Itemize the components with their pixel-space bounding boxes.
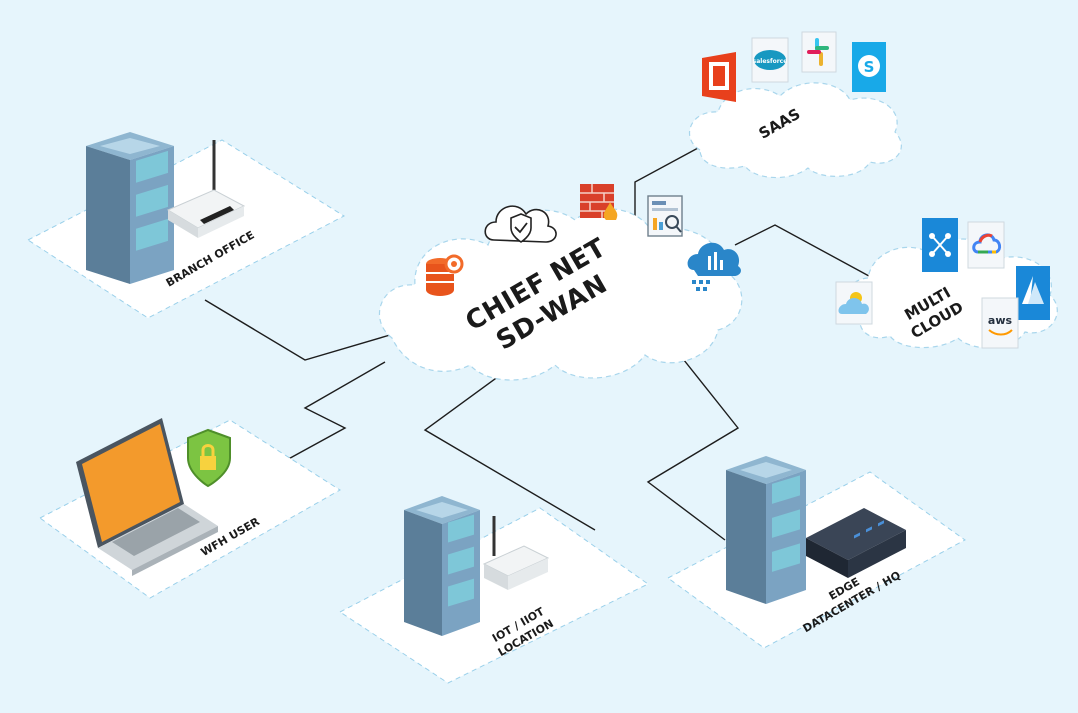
server-tower-icon (86, 132, 174, 284)
connection-lines (204, 147, 881, 541)
network-icon (922, 218, 958, 272)
aws-icon: aws (981, 297, 1019, 349)
slack-icon (801, 31, 837, 73)
analytics-monitor-icon (647, 195, 683, 237)
iot-router-icon (482, 516, 550, 590)
cloud-chart-icon (687, 242, 741, 291)
office-icon (702, 52, 736, 102)
iot-server-tower-icon (404, 496, 480, 636)
aws-label: aws (988, 314, 1013, 327)
laptop-icon (76, 418, 218, 576)
iot-location-site (339, 507, 649, 684)
skype-letter: S (864, 58, 875, 76)
salesforce-label: salesforce (753, 58, 788, 65)
security-shield-icon (187, 428, 231, 488)
rack-server-icon (806, 508, 906, 578)
azure-icon (1016, 266, 1050, 320)
wifi-router-icon (166, 140, 246, 238)
salesforce-icon: salesforce (751, 37, 789, 83)
firewall-icon (580, 184, 618, 220)
cloud-sun-icon (835, 281, 873, 325)
database-gear-icon (426, 254, 464, 296)
google-cloud-icon (967, 221, 1005, 269)
cloud-shield-icon (484, 205, 557, 243)
edge-server-tower-icon (726, 456, 806, 604)
sd-wan-hub-cloud (378, 208, 743, 381)
skype-icon: S (852, 42, 886, 92)
